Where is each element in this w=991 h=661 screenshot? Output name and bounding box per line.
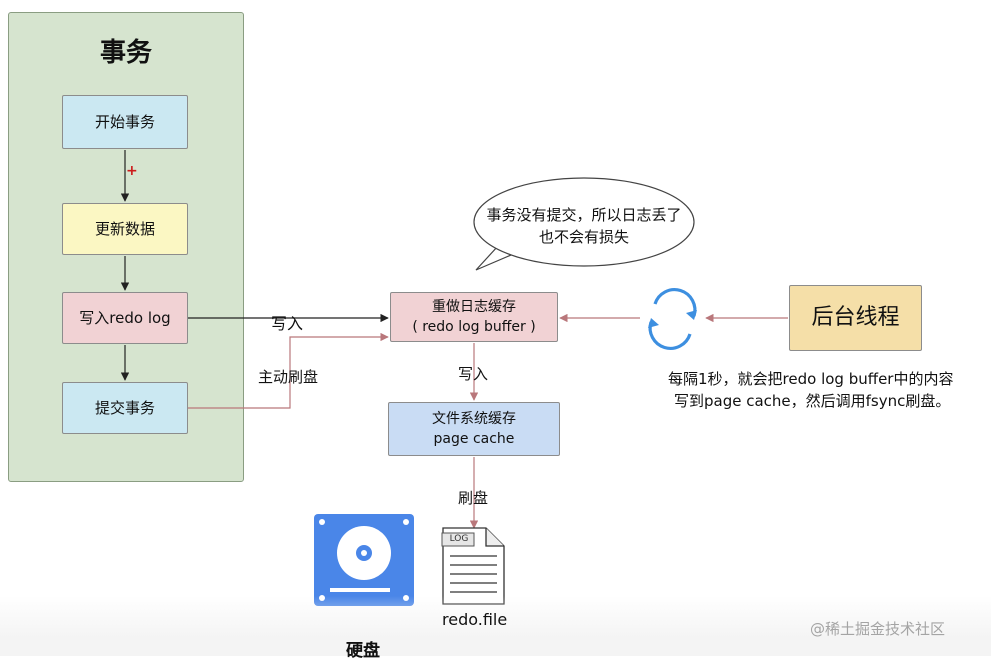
redo-log-buffer-line1: 重做日志缓存: [432, 299, 516, 315]
watermark: @稀土掘金技术社区: [810, 620, 946, 638]
edge-label-flush: 刷盘: [458, 489, 489, 507]
plus-marker: +: [126, 163, 138, 179]
speech-bubble-line1: 事务没有提交，所以日志丢了: [486, 206, 682, 224]
thread-note-line1: 每隔1秒，就会把redo log buffer中的内容: [668, 370, 954, 388]
bottom-fade: [0, 596, 991, 656]
start-transaction-box: 开始事务: [62, 95, 188, 149]
commit-transaction-label: 提交事务: [94, 399, 155, 417]
start-transaction-label: 开始事务: [94, 113, 155, 131]
log-file-icon: [441, 527, 505, 605]
speech-bubble-line2: 也不会有损失: [538, 228, 629, 246]
log-file-tag: LOG: [449, 534, 469, 544]
background-thread-box: 后台线程: [789, 285, 922, 351]
speech-bubble: [473, 177, 695, 271]
transaction-title: 事务: [99, 38, 152, 68]
hard-disk-icon: [314, 514, 414, 606]
redo-log-buffer-box: 重做日志缓存 ( redo log buffer ): [390, 292, 558, 342]
update-data-label: 更新数据: [94, 220, 155, 238]
background-thread-label: 后台线程: [811, 305, 900, 330]
arrow-commit-to-buffer: [188, 332, 389, 409]
log-file-name: redo.file: [442, 610, 508, 629]
redo-log-buffer-line2: ( redo log buffer ): [412, 319, 536, 335]
page-cache-box: 文件系统缓存 page cache: [388, 402, 560, 456]
sync-icon: [648, 288, 697, 350]
page-cache-line1: 文件系统缓存: [432, 411, 516, 427]
page-cache-line2: page cache: [433, 431, 515, 447]
commit-transaction-box: 提交事务: [62, 382, 188, 434]
edge-label-active-flush: 主动刷盘: [258, 368, 319, 386]
thread-note: 每隔1秒，就会把redo log buffer中的内容 写到page cache…: [668, 368, 953, 412]
update-data-box: 更新数据: [62, 203, 188, 255]
hard-disk-label: 硬盘: [346, 641, 380, 661]
edge-label-write-in: 写入: [271, 314, 304, 333]
write-redo-log-box: 写入redo log: [62, 292, 188, 344]
speech-bubble-text: 事务没有提交，所以日志丢了 也不会有损失: [482, 204, 686, 248]
write-redo-log-label: 写入redo log: [79, 309, 171, 327]
edge-label-write-to-cache: 写入: [458, 365, 489, 383]
thread-note-line2: 写到page cache，然后调用fsync刷盘。: [674, 392, 951, 410]
